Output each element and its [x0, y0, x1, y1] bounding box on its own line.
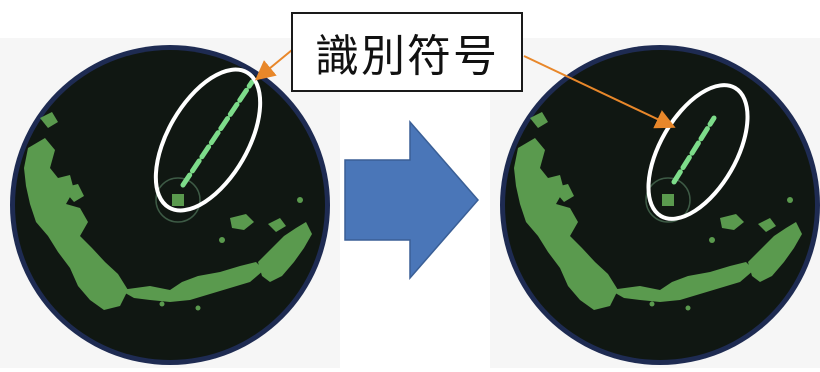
own-ship-marker	[662, 194, 674, 206]
callout-text: 識別符号	[315, 31, 499, 82]
land-echoes	[24, 112, 312, 311]
own-ship-marker	[172, 194, 184, 206]
radar-after	[500, 45, 820, 365]
callout-label-box: 識別符号	[291, 12, 523, 92]
right-arrow-icon	[344, 119, 479, 281]
range-ring	[645, 177, 691, 223]
echo-trail-line	[671, 115, 717, 185]
highlight-ellipse	[153, 67, 263, 213]
radar-before	[10, 45, 330, 365]
pointer-arrow-right	[523, 55, 676, 129]
range-ring	[155, 177, 201, 223]
pointer-arrow-left	[254, 49, 293, 81]
echo-trail-line	[180, 79, 255, 188]
highlight-ellipse	[646, 83, 750, 221]
land-echoes	[514, 112, 802, 311]
